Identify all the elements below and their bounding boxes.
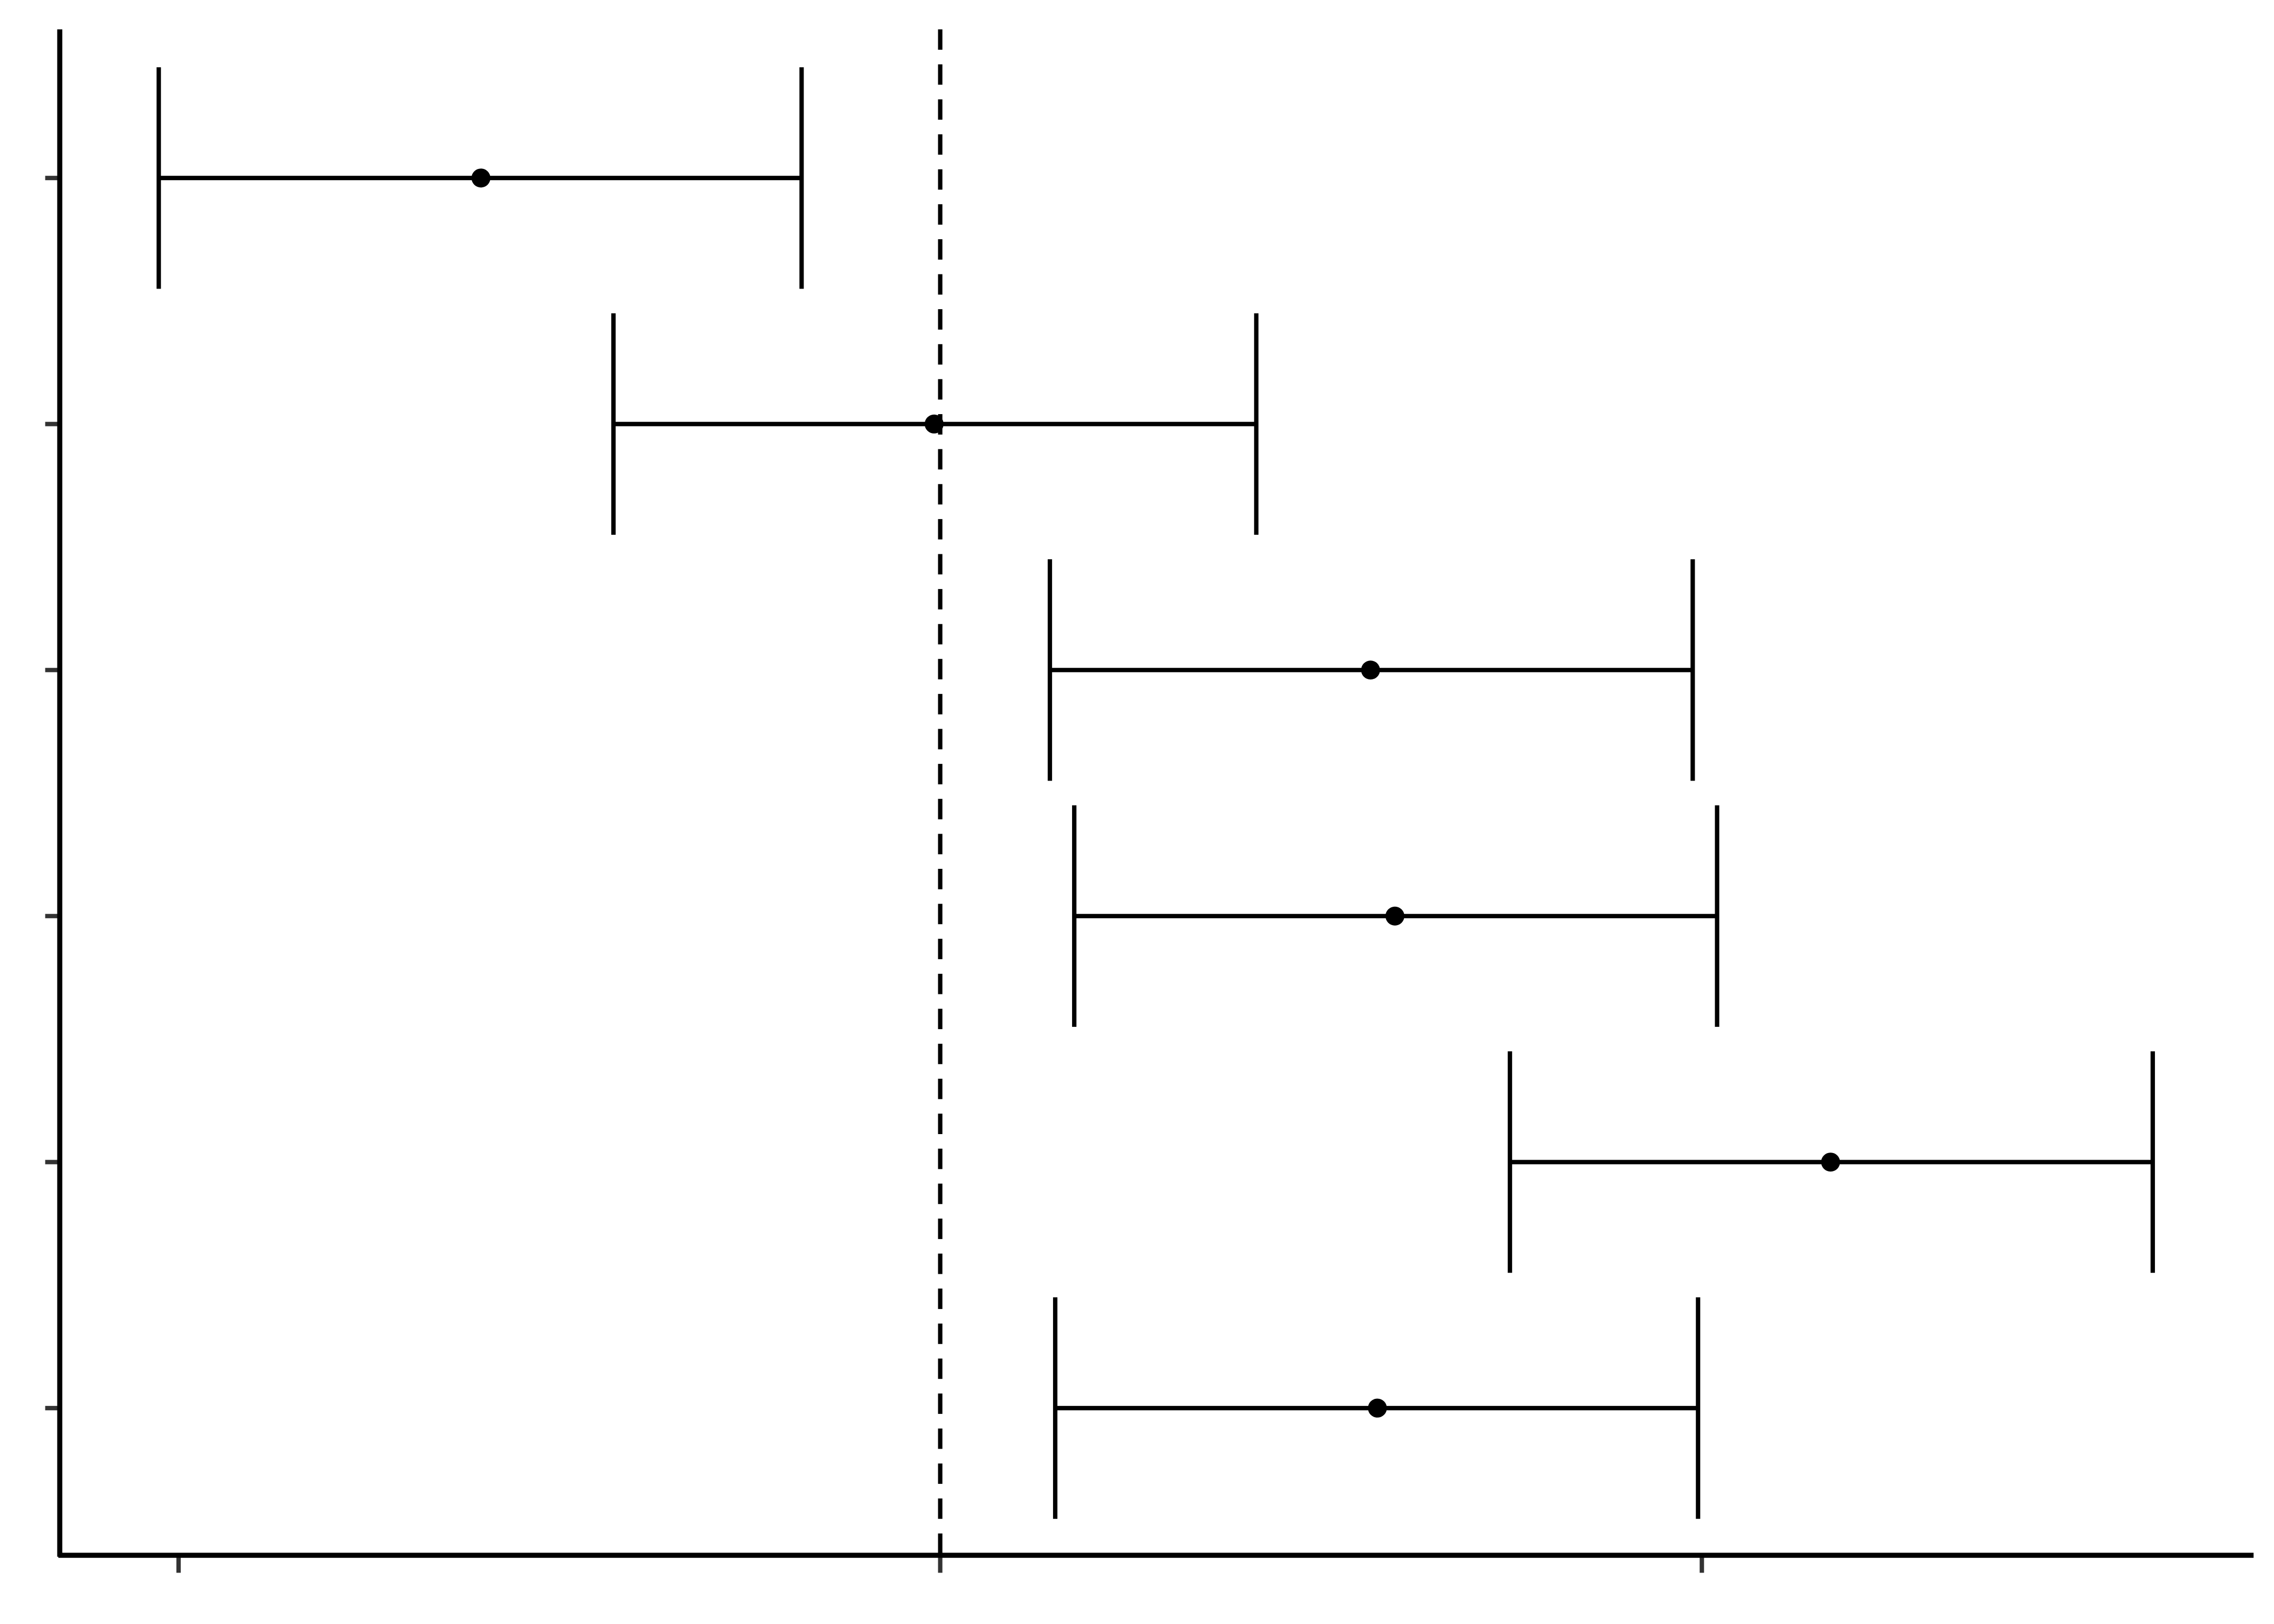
point-estimate xyxy=(1821,1152,1840,1172)
point-estimate xyxy=(1361,660,1380,680)
chart-marks xyxy=(45,29,2155,1573)
point-estimate xyxy=(1368,1398,1387,1418)
point-estimate xyxy=(924,414,944,434)
point-estimate xyxy=(1385,906,1404,926)
point-estimate xyxy=(471,168,491,188)
